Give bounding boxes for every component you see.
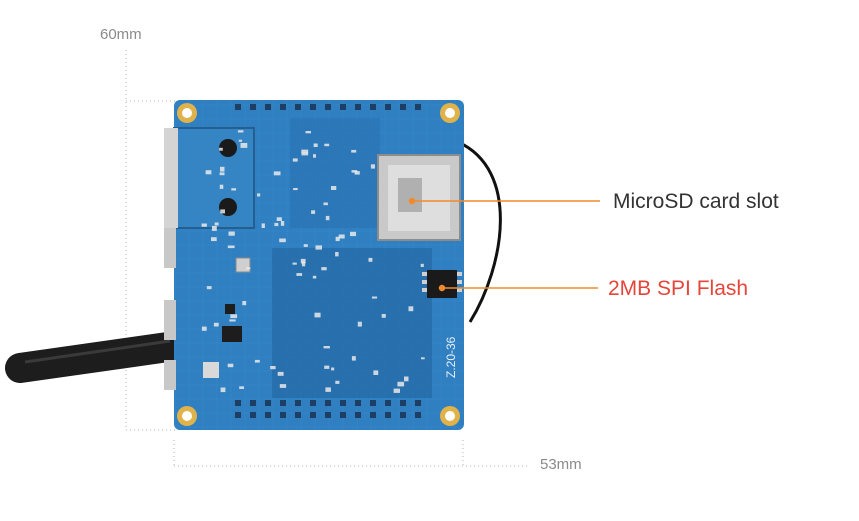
- leader-lines: [408, 197, 600, 292]
- height-dimension-label: 60mm: [100, 26, 142, 43]
- pcb: [164, 100, 464, 430]
- microsd-callout: MicroSD card slot: [613, 190, 779, 213]
- power-cable: [5, 331, 190, 383]
- antenna-wire: [457, 140, 502, 323]
- width-dimension-label: 53mm: [540, 456, 582, 473]
- ic-marking: Z.20-36: [444, 336, 458, 378]
- spi-flash-callout: 2MB SPI Flash: [608, 277, 749, 300]
